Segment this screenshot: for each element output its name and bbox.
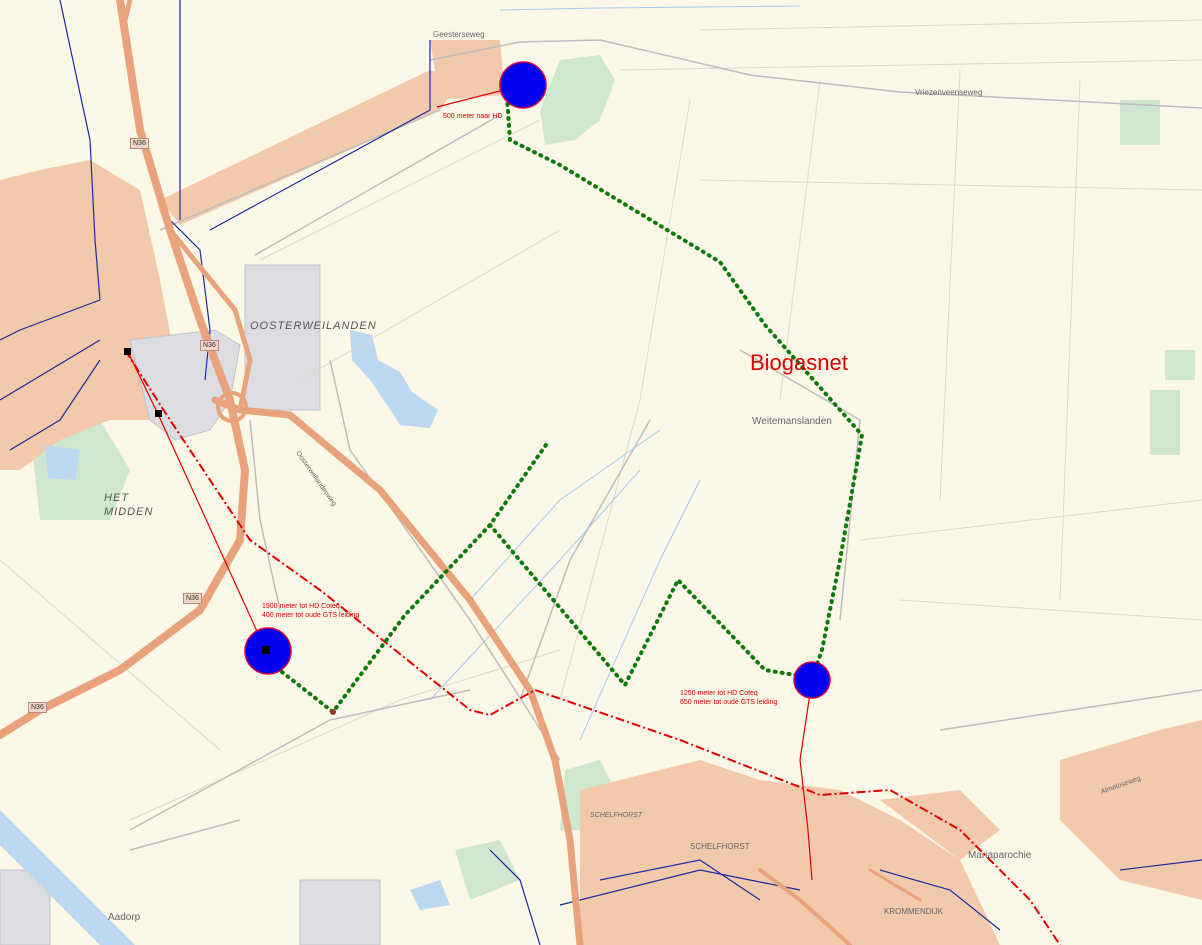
road-badge-n36-center: N36 (200, 340, 219, 351)
annotation-west-line2: 400 meter tot oude GTS leiding (262, 612, 360, 619)
annotation-east-line2: 650 meter tot oude GTS leiding (680, 699, 778, 706)
road-vriezenveenseweg: Vriezenveenseweg (915, 88, 983, 97)
road-badge-n36-north: N36 (130, 138, 149, 149)
urban-areas (0, 40, 1202, 945)
place-schelfhorst-small: SCHELFHORST (590, 812, 643, 819)
field-boundaries (0, 19, 1202, 821)
map-title: Biogasnet (750, 350, 848, 375)
place-midden: MIDDEN (104, 506, 154, 518)
municipal-boundary (124, 349, 1061, 945)
water-bodies (0, 330, 450, 945)
hd-connection-points (124, 348, 162, 417)
major-roads (0, 0, 922, 945)
pipeline-junction (330, 709, 336, 715)
biogas-site-markers[interactable] (244, 61, 831, 699)
minor-roads (129, 39, 1202, 851)
place-krommendijk: KROMMENDIJK (884, 907, 944, 916)
site-marker-east[interactable] (793, 661, 831, 699)
site-marker-north[interactable] (499, 61, 547, 109)
streams (429, 5, 801, 741)
annotation-west-line1: 1900 meter tot HD Coteq (262, 603, 340, 610)
place-schelfhorst: SCHELFHORST (690, 842, 750, 851)
road-geesterseweg: Geesterseweg (433, 30, 485, 39)
place-het: HET (104, 492, 129, 504)
place-mariaparochie: Mariaparochie (968, 850, 1032, 861)
road-badge-n36-west: N36 (28, 702, 47, 713)
annotation-north: 500 meter naar HD (443, 113, 503, 120)
site-marker-west-point (262, 646, 270, 654)
annotation-east-line1: 1250 meter tot HD Coteq (680, 690, 758, 697)
green-areas (30, 55, 1195, 900)
place-aadorp: Aadorp (108, 912, 141, 923)
interchange (216, 391, 248, 423)
place-oosterweilanden: OOSTERWEILANDEN (250, 320, 377, 332)
place-weitemanslanden: Weitemanslanden (752, 416, 832, 427)
road-badge-n36-south: N36 (183, 593, 202, 604)
